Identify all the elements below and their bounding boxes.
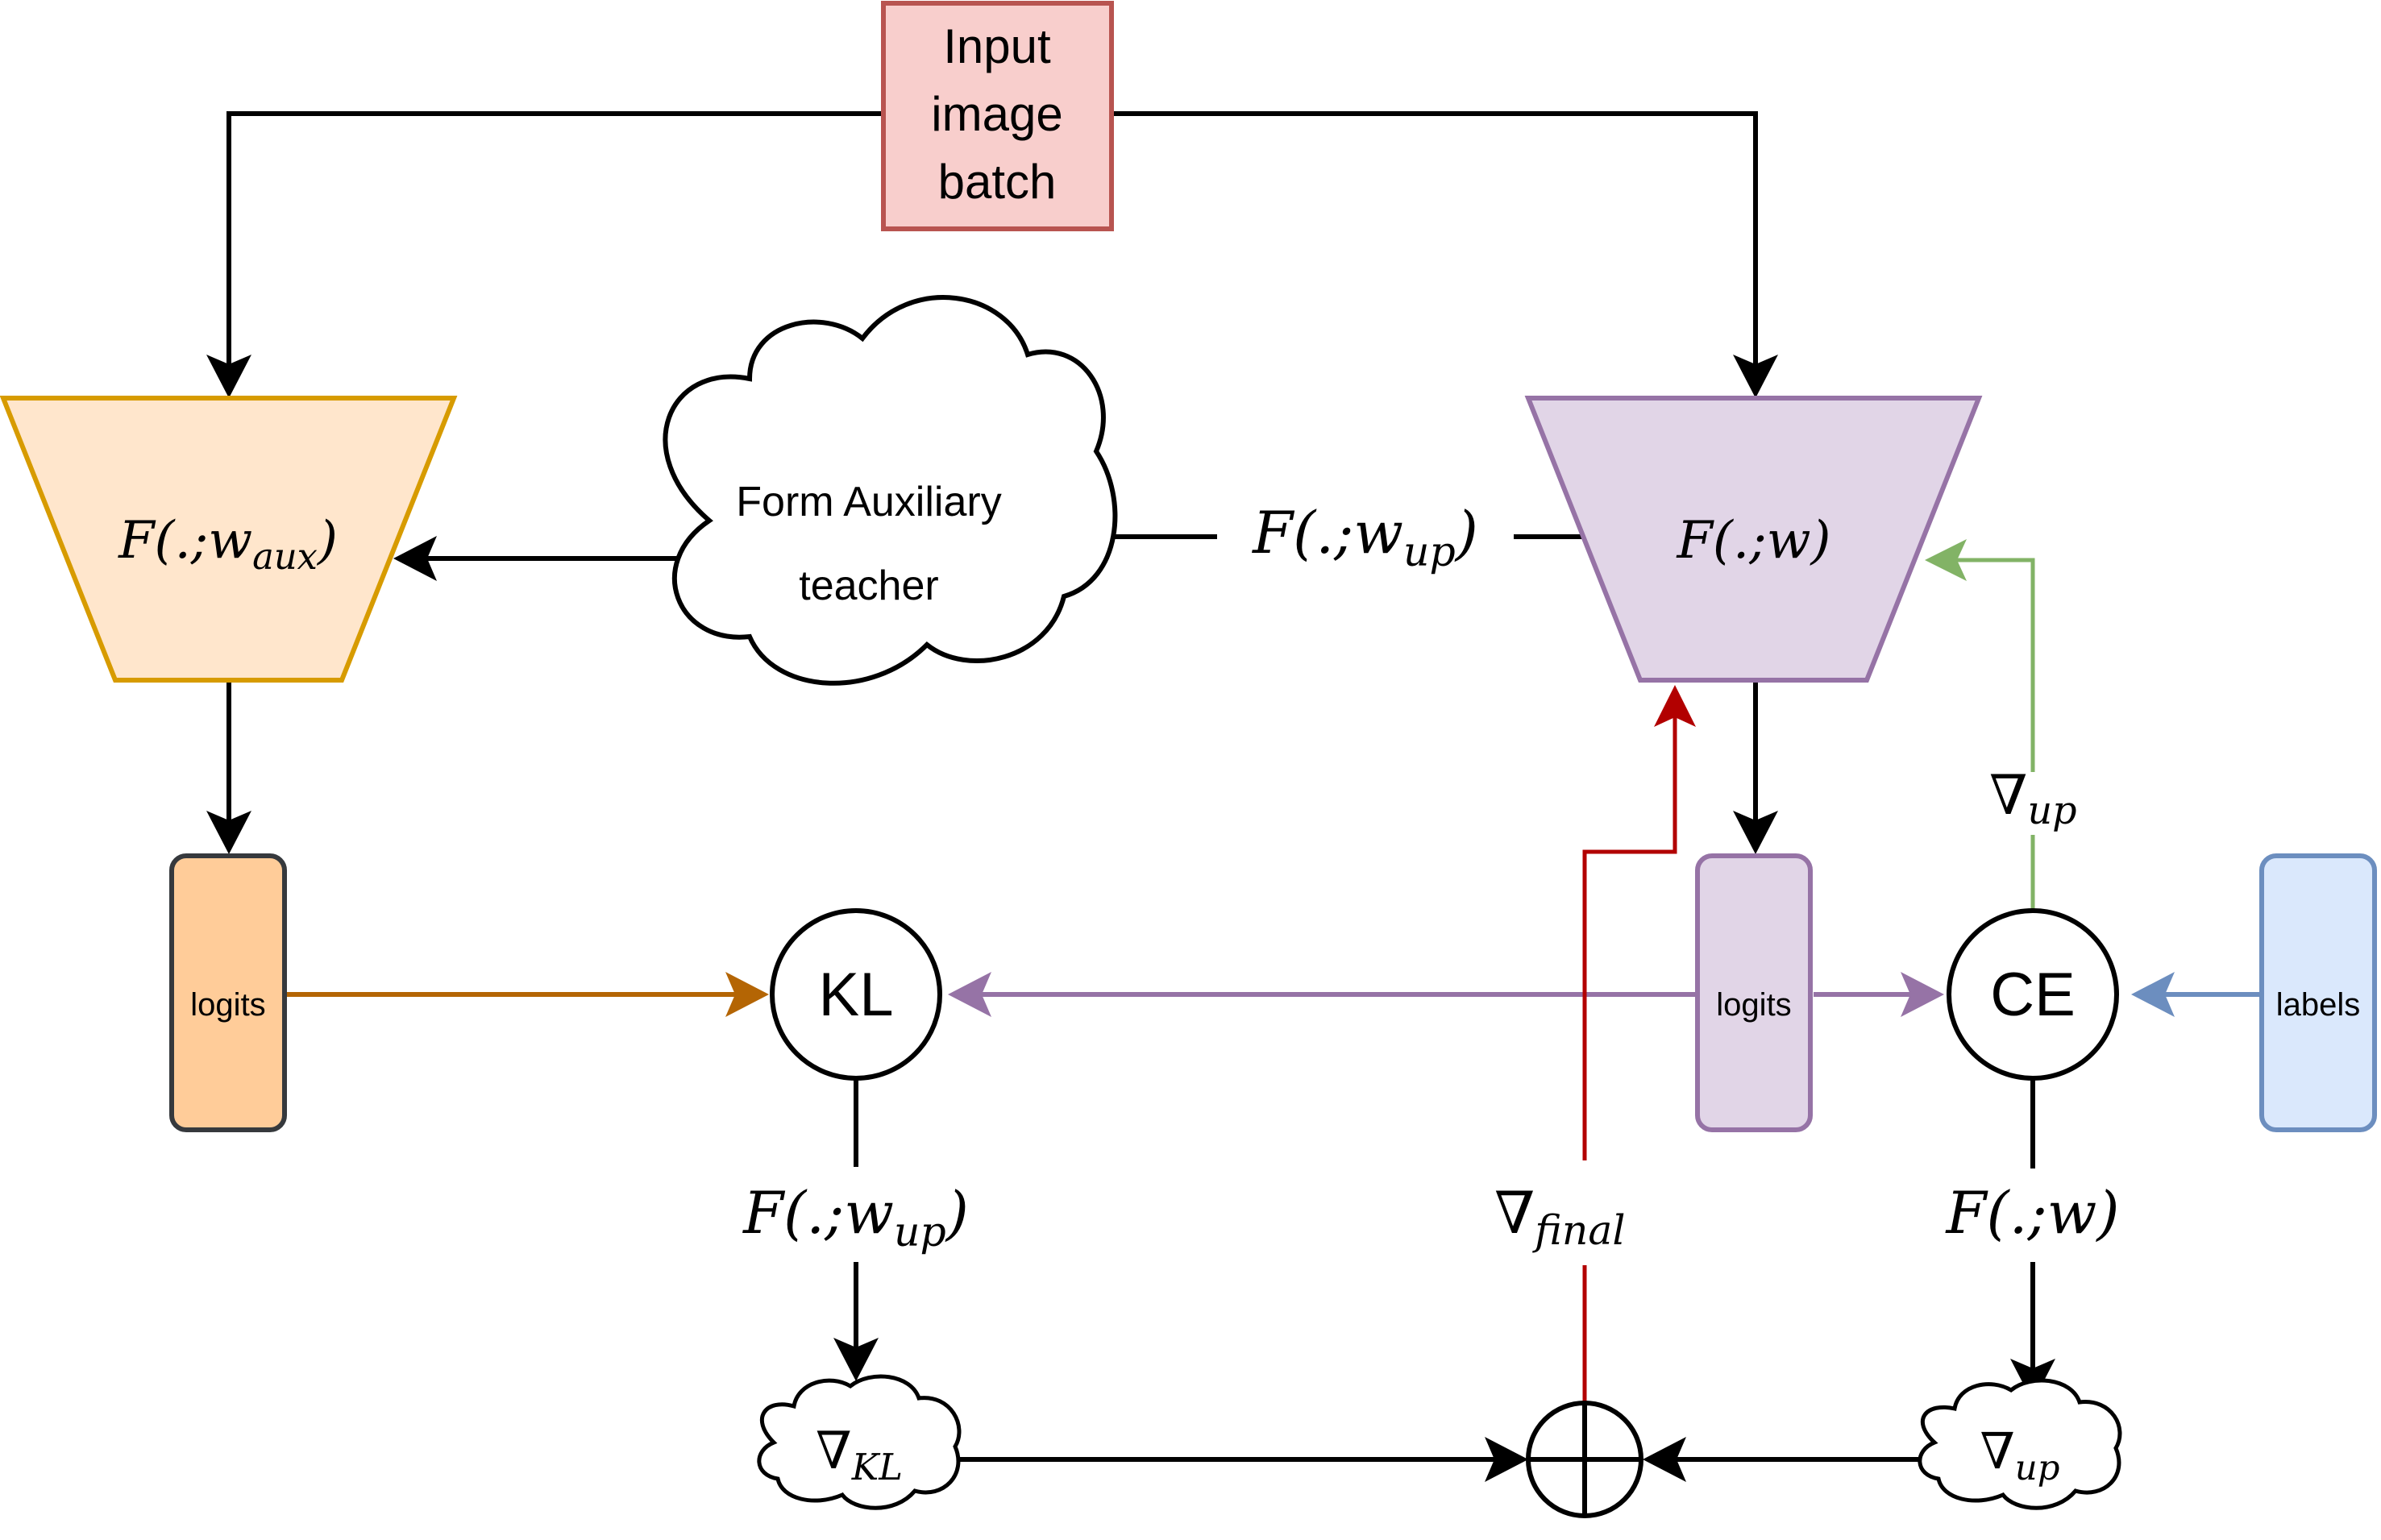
grad-kl-label-sub: KL: [851, 1446, 903, 1488]
kl-edge-label: F(.;wup): [742, 1179, 969, 1256]
edge-gradup-to-main-arrowhead: [1925, 539, 1967, 581]
grad-up-cloud-shape: [1918, 1378, 2122, 1510]
labels-label: labels: [2276, 987, 2361, 1023]
ce-edge-label: F(.;w): [1945, 1179, 2120, 1247]
cloud-line-1: Form Auxiliary: [736, 479, 1001, 525]
grad-up-label: ∇up: [1980, 1422, 2059, 1488]
labels-box: [2259, 853, 2377, 1132]
edge-label-fwup-top-w: w: [1353, 499, 1403, 567]
ce-node: CE: [1947, 908, 2119, 1081]
kl-edge-label-main: F(.;: [742, 1179, 844, 1247]
aux-model-label-sub: aux: [252, 535, 318, 578]
main-model-node: F(.;w): [1524, 396, 1983, 683]
edge-auxlogits-to-kl-arrowhead: [725, 972, 769, 1017]
edge-gradfinal-to-main-arrowhead: [1654, 685, 1696, 727]
edge-input-to-aux-arrowhead: [206, 355, 251, 398]
aux-model-label-close: ): [316, 511, 338, 571]
grad-up-edge-label-nabla: ∇: [1989, 764, 2027, 828]
edge-mainlogits-to-ce-arrowhead: [1901, 972, 1944, 1017]
aux-model-trapezoid: [0, 396, 458, 683]
main-logits-box: [1695, 853, 1813, 1132]
aux-model-label-main: F(.;: [118, 511, 208, 571]
edge-label-fwup-top-main: F(.;: [1251, 499, 1353, 567]
form-auxiliary-teacher-cloud: Form Auxiliary teacher: [663, 295, 1118, 686]
main-model-trapezoid: [1524, 396, 1983, 683]
input-image-batch-node: Input image batch: [881, 1, 1114, 231]
grad-kl-label-nabla: ∇: [816, 1422, 852, 1481]
edge-aux-to-logits-arrowhead: [206, 811, 251, 854]
main-model-label: F(.;w): [1676, 511, 1830, 571]
aux-model-label: F(.;waux): [118, 511, 338, 578]
edge-cloud-to-aux-arrowhead: [393, 536, 437, 581]
aux-logits-node: logits: [169, 853, 287, 1132]
grad-final-edge-label: ∇final: [1494, 1179, 1626, 1254]
grad-up-edge-label: ∇up: [1989, 764, 2077, 833]
edge-gradup-to-main: [1957, 558, 2035, 772]
grad-up-label-nabla: ∇: [1980, 1422, 2014, 1480]
grad-up-cloud: ∇up: [1918, 1378, 2122, 1510]
edge-input-to-main: [1112, 111, 1758, 364]
cloud-shape: [663, 295, 1118, 686]
grad-final-edge-label-sub: final: [1531, 1206, 1625, 1254]
aux-logits-box: [169, 853, 287, 1132]
aux-logits-label: logits: [190, 987, 265, 1023]
edge-gradup-to-plus-arrowhead: [1643, 1437, 1686, 1482]
main-logits-node: logits: [1695, 853, 1813, 1132]
edge-label-fwup-top: F(.;wup): [1251, 499, 1478, 575]
grad-up-label-sub: up: [2015, 1448, 2060, 1488]
edge-label-fwup-top-sub: up: [1403, 528, 1456, 575]
aux-model-label-w: w: [208, 511, 252, 571]
input-line-3: batch: [938, 155, 1057, 209]
kl-node: KL: [770, 908, 942, 1081]
input-line-1: Input: [943, 19, 1051, 73]
edge-label-fwup-top-close: ): [1454, 499, 1478, 567]
grad-up-edge-label-sub: up: [2027, 789, 2076, 833]
edge-mainlogits-to-kl-arrowhead: [948, 972, 991, 1017]
sum-node: [1526, 1401, 1643, 1518]
kl-edge-label-close: ): [945, 1179, 969, 1247]
kl-circle: [770, 908, 942, 1081]
edge-input-to-main-arrowhead: [1733, 355, 1778, 398]
grad-final-edge-label-nabla: ∇: [1494, 1179, 1535, 1247]
edge-gradkl-to-plus-arrowhead: [1485, 1437, 1528, 1482]
labels-node: labels: [2259, 853, 2377, 1132]
grad-kl-cloud: ∇KL: [757, 1374, 962, 1510]
kl-label: KL: [819, 961, 894, 1029]
grad-kl-cloud-shape: [757, 1374, 962, 1510]
edge-input-to-aux: [226, 111, 883, 364]
ce-circle: [1947, 908, 2119, 1081]
aux-model-node: F(.;waux): [0, 396, 458, 683]
grad-kl-label: ∇KL: [816, 1422, 903, 1488]
edge-kl-to-gradkl-arrowhead: [833, 1338, 879, 1381]
input-image-batch-box: [881, 1, 1114, 231]
ce-label: CE: [1990, 961, 2076, 1029]
edge-gradfinal-to-main: [1582, 717, 1677, 1160]
kl-edge-label-sub: up: [894, 1208, 946, 1256]
main-logits-label: logits: [1716, 987, 1791, 1023]
cloud-line-2: teacher: [799, 562, 938, 609]
edge-main-to-logits-arrowhead: [1733, 811, 1778, 854]
kl-edge-label-w: w: [844, 1179, 894, 1247]
input-line-2: image: [931, 87, 1062, 141]
edge-labels-to-ce-arrowhead: [2131, 972, 2175, 1017]
